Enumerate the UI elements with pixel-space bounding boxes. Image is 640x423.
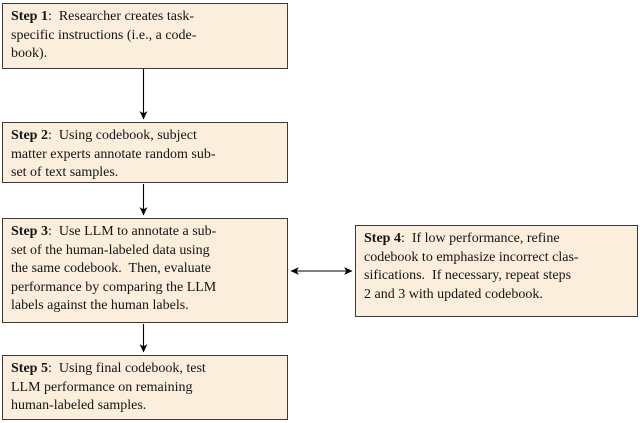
step-text-line: 2 and 3 with updated codebook. [364, 286, 543, 302]
step4-label: Step 4 [364, 231, 401, 246]
step-text-line: sifications. If necessary, repeat steps [364, 268, 572, 283]
step-text-line: Step 1: Researcher creates task- [11, 8, 280, 27]
step-text: : Using final codebook, test [47, 361, 206, 376]
step-text-line: performance by comparing the LLM [11, 279, 217, 295]
step1-label: Step 1 [11, 9, 48, 24]
step-text-line: LLM performance on remaining [11, 379, 193, 395]
step5-box: Step 5: Using final codebook, test LLM p… [2, 355, 288, 420]
step-text-line: Step 2: Using codebook, subject [11, 127, 280, 146]
step-text-line: matter experts annotate random sub- [11, 146, 216, 162]
step-text: : Researcher creates task- [47, 9, 195, 24]
step-text-line: set of text samples. [11, 165, 119, 180]
step-text-line: book). [11, 46, 48, 61]
step-text-line: Step 4: If low performance, refine [364, 230, 630, 249]
step-text-line: the same codebook. Then, evaluate [11, 261, 211, 276]
step2-label: Step 2 [11, 128, 48, 143]
step4-box: Step 4: If low performance, refine codeb… [355, 225, 638, 317]
step-text: : Using codebook, subject [47, 128, 197, 143]
step-text-line: labels against the human labels. [11, 298, 189, 313]
step3-box: Step 3: Use LLM to annotate a sub- set o… [2, 218, 288, 323]
step-text-line: Step 3: Use LLM to annotate a sub- [11, 223, 280, 242]
step2-box: Step 2: Using codebook, subject matter e… [2, 122, 288, 183]
step5-label: Step 5 [11, 361, 48, 376]
step-text: : If low performance, refine [400, 231, 560, 246]
step-text-line: specific instructions (i.e., a code- [11, 27, 197, 43]
step-text-line: codebook to emphasize incorrect clas- [364, 249, 579, 265]
step-text-line: set of the human-labeled data using [11, 242, 210, 258]
step1-box: Step 1: Researcher creates task- specifi… [2, 3, 288, 69]
step3-label: Step 3 [11, 224, 48, 239]
step-text-line: Step 5: Using final codebook, test [11, 360, 280, 379]
step-text: : Use LLM to annotate a sub- [47, 224, 217, 239]
step-text-line: human-labeled samples. [11, 398, 147, 413]
